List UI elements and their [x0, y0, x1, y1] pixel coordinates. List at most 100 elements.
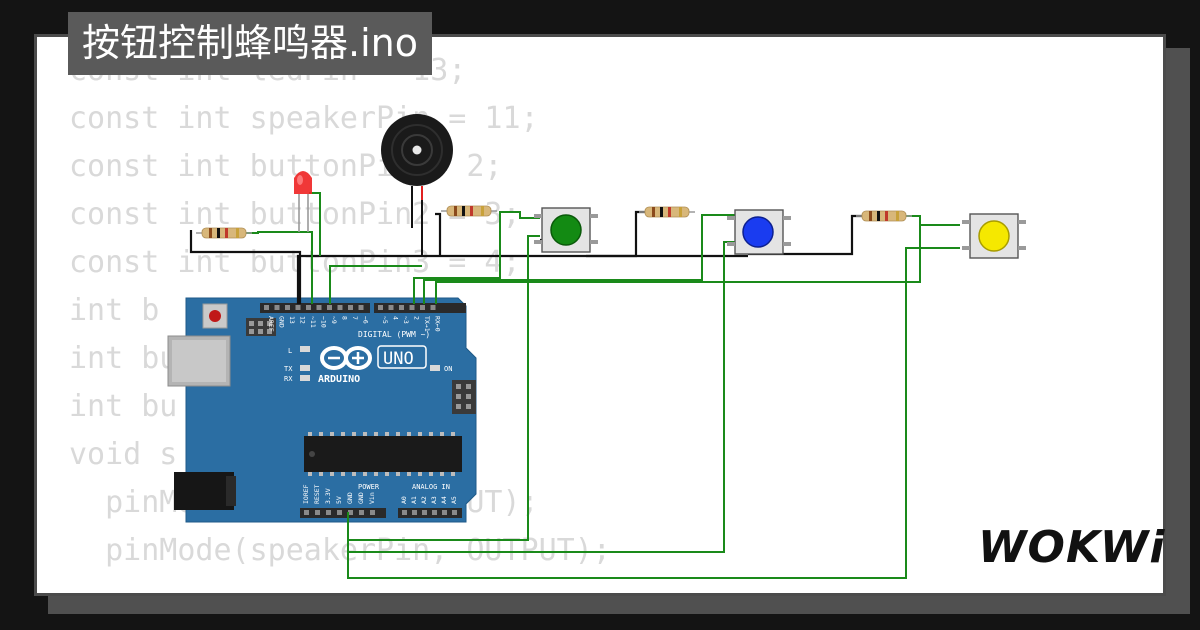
digital-header-left: [260, 303, 370, 313]
pin-label: A5: [450, 496, 458, 504]
pin-label: ~5: [381, 316, 389, 324]
button-cap[interactable]: [978, 220, 1010, 252]
pin-label: RX←0: [434, 316, 442, 332]
led-label-on: ON: [444, 365, 452, 373]
header-pin[interactable]: [316, 305, 322, 310]
green-push-button[interactable]: [534, 207, 598, 253]
header-pin[interactable]: [348, 510, 353, 515]
header-pin[interactable]: [432, 510, 437, 515]
icsp-header: [246, 318, 276, 336]
resistor[interactable]: [639, 206, 695, 218]
header-pin[interactable]: [402, 510, 407, 515]
pin-label: 4: [392, 316, 400, 320]
pin-label: Vin: [368, 492, 376, 504]
header-pin[interactable]: [412, 510, 417, 515]
onboard-led-l: [300, 346, 310, 352]
power-header-label: POWER: [358, 483, 380, 491]
pin-label: 8: [341, 316, 349, 320]
pin-label: 2: [413, 316, 421, 320]
led-label-tx: TX: [284, 365, 293, 373]
pin-label: A0: [400, 496, 408, 504]
button-cap[interactable]: [550, 214, 582, 246]
pin-label: AREF: [267, 316, 275, 332]
gnd-wires: [189, 210, 868, 304]
resistor[interactable]: [856, 210, 912, 222]
pin-label: TX→1: [423, 316, 431, 332]
project-title: 按钮控制蜂鸣器.ino: [68, 12, 432, 75]
header-pin[interactable]: [285, 305, 290, 310]
pin-label: ~3: [402, 316, 410, 324]
yellow-push-button[interactable]: [962, 213, 1026, 259]
header-pin[interactable]: [326, 510, 331, 515]
button-cap[interactable]: [742, 216, 774, 248]
header-pin[interactable]: [378, 305, 383, 310]
header-pin[interactable]: [304, 510, 309, 515]
pin-label: ~10: [320, 316, 328, 328]
board-brand: ARDUINO: [318, 374, 360, 385]
onboard-led-tx: [300, 365, 310, 371]
board-model: UNO: [383, 349, 414, 369]
analog-header: [398, 508, 462, 518]
header-pin[interactable]: [399, 305, 404, 310]
header-pin[interactable]: [348, 305, 353, 310]
atmega-chip: [304, 432, 462, 476]
pin-label: 13: [288, 316, 296, 324]
code-line: int b: [69, 293, 160, 328]
code-line: void s: [69, 437, 178, 472]
resistor[interactable]: [196, 227, 252, 239]
pin-label: A1: [410, 496, 418, 504]
icsp-header-right: [452, 380, 476, 414]
red-led[interactable]: [294, 171, 312, 232]
code-line: const int buttonPin3 = 4;: [69, 245, 521, 280]
pin-label: A3: [430, 496, 438, 504]
code-line: int bu: [69, 341, 178, 376]
header-pin[interactable]: [315, 510, 320, 515]
header-pin[interactable]: [420, 305, 425, 310]
pin-label: 5V: [335, 496, 343, 504]
power-header: [300, 508, 386, 518]
header-pin[interactable]: [430, 305, 436, 310]
pin-label: IOREF: [302, 484, 310, 504]
code-line: const int buttonPin2 = 3;: [69, 197, 521, 232]
header-pin[interactable]: [388, 305, 394, 310]
header-pin[interactable]: [422, 510, 427, 515]
pin-label: A2: [420, 496, 428, 504]
header-pin[interactable]: [264, 305, 269, 310]
pin-label: GND: [346, 492, 354, 504]
header-pin[interactable]: [274, 305, 280, 310]
pin-label: 3.3V: [324, 488, 332, 504]
pin-label: GND: [357, 492, 365, 504]
pin-label: ~11: [309, 316, 317, 328]
header-pin[interactable]: [327, 305, 332, 310]
header-pin[interactable]: [306, 305, 311, 310]
code-line: pinMode(speakerPin, OUTPUT);: [69, 533, 611, 568]
header-pin[interactable]: [337, 305, 343, 310]
header-pin[interactable]: [409, 305, 415, 310]
digital-header-label: DIGITAL (PWM ~): [358, 330, 430, 339]
pin-label: RESET: [313, 484, 321, 504]
header-pin[interactable]: [358, 305, 364, 310]
pin-label: 7: [351, 316, 359, 320]
led-label-l: L: [288, 347, 292, 355]
pin-label: A4: [440, 496, 448, 504]
analog-header-label: ANALOG IN: [412, 483, 450, 491]
pin-label: 12: [299, 316, 307, 324]
pin-label: GND: [278, 316, 286, 328]
header-pin[interactable]: [359, 510, 364, 515]
header-pin[interactable]: [295, 305, 301, 310]
header-pin[interactable]: [337, 510, 342, 515]
onboard-led-rx: [300, 375, 310, 381]
piezo-buzzer[interactable]: [381, 114, 453, 256]
pin-label: ~6: [362, 316, 370, 324]
pin-label: ~9: [330, 316, 338, 324]
resistor[interactable]: [441, 205, 497, 217]
code-line: int bu: [69, 389, 178, 424]
blue-push-button[interactable]: [727, 209, 791, 255]
onboard-led-on: [430, 365, 440, 371]
header-pin[interactable]: [442, 510, 447, 515]
header-pin[interactable]: [452, 510, 457, 515]
power-jack: [174, 472, 234, 510]
header-pin[interactable]: [370, 510, 375, 515]
